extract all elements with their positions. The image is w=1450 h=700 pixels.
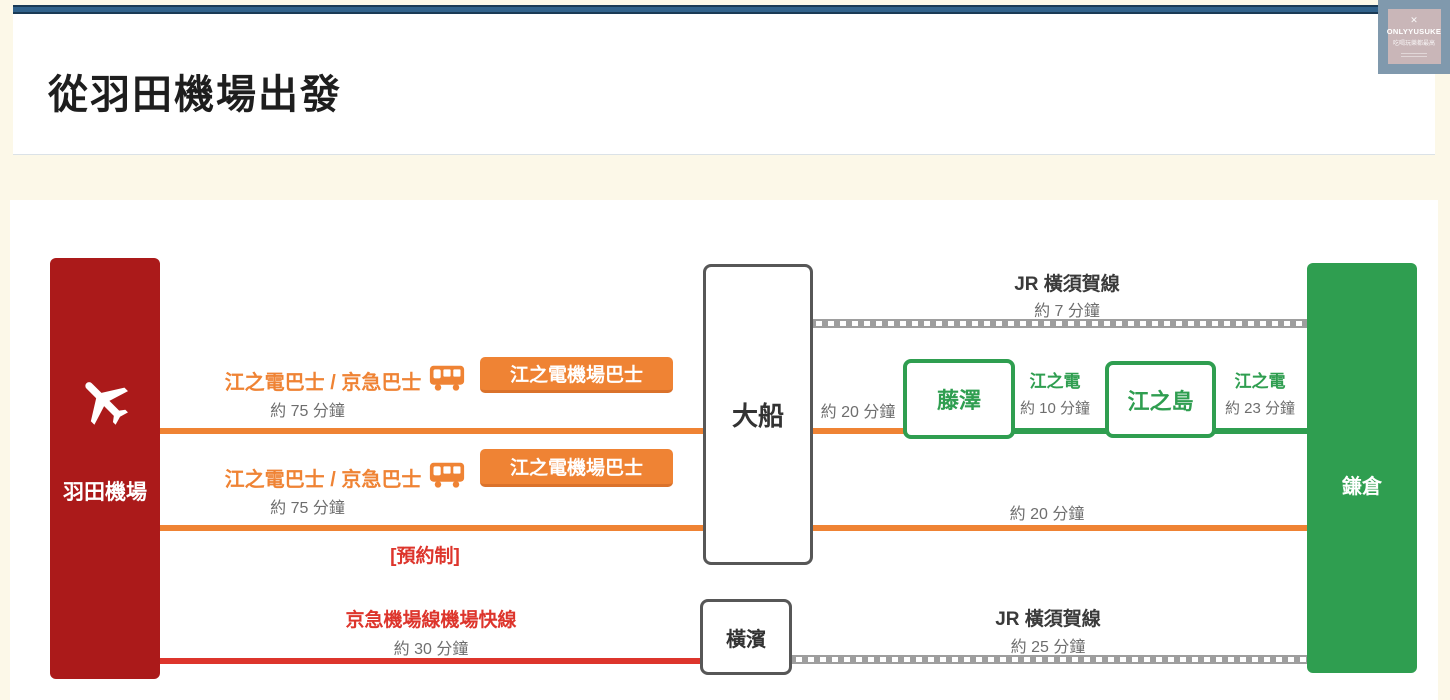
enoden-1-duration: 約 10 分鐘: [1019, 400, 1091, 417]
watermark-brand: ONLYYUSUKE: [1386, 27, 1442, 36]
enoden-1-name: 江之電: [1029, 372, 1081, 391]
station-ofuna: 大船: [703, 264, 813, 565]
bus-route-1-duration: 約 75 分鐘: [270, 403, 345, 420]
jr-bottom-duration: 約 25 分鐘: [1010, 639, 1086, 656]
bus-route-2-operator-row: 江之電巴士 / 京急巴士: [210, 461, 480, 493]
keikyu-route-name: 京急機場線機場快線: [345, 610, 517, 631]
jr-bottom-name: JR 橫須賀線: [995, 609, 1101, 630]
enoden-line-enoshima-kamakura: [1213, 428, 1309, 434]
accent-top-bar: [13, 5, 1435, 14]
origin-haneda-airport: 羽田機場: [50, 258, 160, 679]
jr-yokosuka-line-top: [810, 319, 1309, 328]
scissors-icon: ✕: [1410, 15, 1418, 25]
keikyu-route-duration: 約 30 分鐘: [393, 641, 469, 658]
watermark-fine-print: [1401, 52, 1427, 57]
airplane-icon: [63, 358, 148, 443]
jr-yokosuka-line-bottom: [790, 655, 1309, 664]
destination-label: 鎌倉: [1342, 476, 1382, 498]
keikyu-route-line: [159, 658, 705, 664]
enoden-2-duration: 約 23 分鐘: [1224, 400, 1296, 417]
station-fujisawa: 藤澤: [903, 359, 1015, 439]
station-enoshima: 江之島: [1105, 361, 1216, 438]
destination-kamakura: 鎌倉: [1307, 263, 1417, 673]
bus-route-1-line: [159, 428, 913, 434]
station-yokohama: 橫濱: [700, 599, 792, 675]
watermark-badge: ✕ ONLYYUSUKE 吃喝玩樂都最高: [1378, 0, 1450, 74]
enoden-airport-bus-badge-2[interactable]: 江之電機場巴士: [480, 449, 673, 487]
bus-route-1-operator: 江之電巴士 / 京急巴士: [224, 371, 422, 394]
reservation-note: [預約制]: [390, 546, 460, 567]
route-diagram-panel: 羽田機場 鎌倉 大船 橫濱 藤澤 江之島 江之電巴士 / 京急巴士 約 75 分…: [10, 200, 1438, 700]
header: 從羽田機場出發: [13, 5, 1435, 155]
page-title: 從羽田機場出發: [48, 73, 342, 117]
bus-icon: [429, 364, 465, 396]
enoden-2-name: 江之電: [1234, 372, 1286, 391]
segment-ofuna-fujisawa-duration: 約 20 分鐘: [820, 404, 896, 421]
segment-ofuna-kamakura-duration: 約 20 分鐘: [1009, 506, 1085, 523]
enoden-airport-bus-badge-1[interactable]: 江之電機場巴士: [480, 357, 673, 393]
jr-top-duration: 約 7 分鐘: [1034, 303, 1100, 320]
bus-route-2-duration: 約 75 分鐘: [270, 500, 345, 517]
bus-route-2-operator: 江之電巴士 / 京急巴士: [224, 468, 422, 491]
bus-icon: [429, 461, 465, 493]
enoden-line-fujisawa-enoshima: [1012, 428, 1116, 434]
jr-top-name: JR 橫須賀線: [1014, 274, 1120, 295]
watermark-tagline: 吃喝玩樂都最高: [1392, 41, 1435, 47]
watermark-inner: ✕ ONLYYUSUKE 吃喝玩樂都最高: [1386, 9, 1442, 64]
origin-label: 羽田機場: [63, 481, 147, 504]
bus-route-1-operator-row: 江之電巴士 / 京急巴士: [210, 364, 480, 396]
